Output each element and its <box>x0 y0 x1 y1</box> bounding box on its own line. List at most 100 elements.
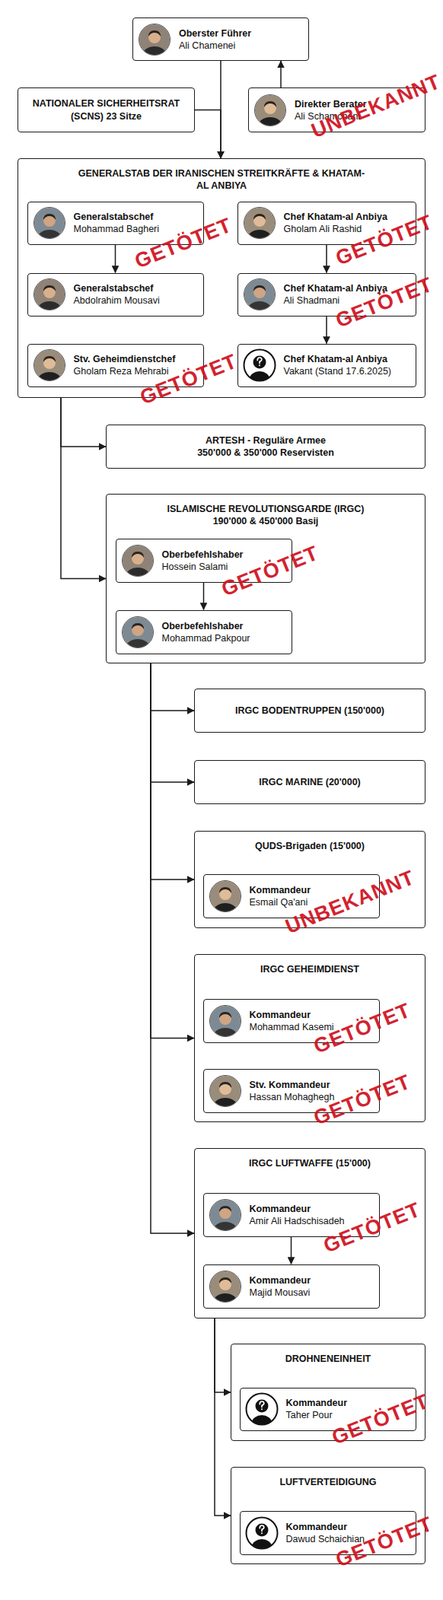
photo-head <box>253 214 266 227</box>
photo-hair <box>43 285 56 292</box>
silhouette-head <box>254 1523 268 1537</box>
photo-head <box>219 1083 232 1096</box>
question-dot <box>261 1532 263 1535</box>
photo-head <box>219 1013 232 1026</box>
photo-hair <box>43 356 56 363</box>
person-text: KommandeurEsmail Qa'ani <box>249 884 312 909</box>
connector-arrow <box>150 663 195 1039</box>
person-box: Chef Khatam-al AnbiyaVakant (Stand 17.6.… <box>237 344 417 388</box>
role-title: Stv. Geheimdienstchef <box>73 353 176 366</box>
photo-hair <box>131 551 144 558</box>
portrait-group <box>208 1198 243 1233</box>
silhouette-body <box>251 1539 272 1551</box>
photo-head <box>264 101 277 115</box>
photo-ring <box>209 880 241 912</box>
portrait-photo <box>242 277 277 312</box>
portrait-photo <box>121 615 155 650</box>
connector-arrow <box>214 1319 231 1393</box>
unit-label: IRGC BODENTRUPPEN (150'000) <box>235 704 385 718</box>
unit-text: IRGC MARINE (20'000) <box>258 776 361 789</box>
photo-hair <box>219 1012 232 1019</box>
photo-hair <box>264 101 277 108</box>
unknown-portrait <box>245 1392 279 1427</box>
portrait-group <box>251 1400 272 1428</box>
portrait-group <box>208 879 243 914</box>
connector-arrow <box>60 398 106 580</box>
person-box: Oberster FührerAli Chamenei <box>132 17 310 61</box>
person-name: Mohammad Pakpour <box>162 632 251 645</box>
role-title: Chef Khatam-al Anbiya <box>283 353 393 366</box>
role-title: Chef Khatam-al Anbiya <box>283 210 388 224</box>
group-box: DROHNENEINHEITKommandeurTaher Pour <box>230 1344 426 1442</box>
question-dot <box>261 1408 263 1411</box>
role-title: Oberbefehlshaber <box>162 548 244 561</box>
connector-arrow <box>219 60 222 159</box>
portrait-photo <box>208 1004 243 1039</box>
photo-ring <box>121 616 153 648</box>
group-heading: QUDS-Brigaden (15'000) <box>199 840 421 853</box>
connector-arrow <box>150 663 195 783</box>
portrait-photo <box>32 348 67 383</box>
person-text: OberbefehlshaberMohammad Pakpour <box>162 620 251 645</box>
unit-text: ARTESH - Reguläre Armee 350'000 & 350'00… <box>189 434 342 460</box>
person-text: KommandeurMajid Mousavi <box>249 1274 312 1300</box>
photo-head <box>219 1207 232 1220</box>
photo-head <box>148 31 161 44</box>
photo-hair <box>43 213 56 220</box>
unit-label: ARTESH - Reguläre Armee 350'000 & 350'00… <box>189 434 342 460</box>
unknown-portrait <box>245 1517 279 1551</box>
person-name: Vakant (Stand 17.6.2025) <box>283 365 393 378</box>
person-text: KommandeurMohammad Kasemi <box>249 1009 335 1034</box>
photo-ring <box>209 1199 241 1231</box>
person-box: OberbefehlshaberMohammad Pakpour <box>115 610 293 655</box>
silhouette-body <box>249 371 270 383</box>
portrait-photo <box>242 206 277 240</box>
role-title: Kommandeur <box>249 1009 335 1022</box>
connector-arrow <box>280 60 282 88</box>
photo-ring <box>209 1005 241 1037</box>
photo-hair <box>219 887 232 894</box>
person-text: OberbefehlshaberHossein Salami <box>162 548 244 574</box>
person-name: Mohammad Bagheri <box>73 223 160 236</box>
person-name: Ali Chamenei <box>178 39 252 52</box>
role-title: Generalstabschef <box>73 210 160 224</box>
person-name: Mohammad Kasemi <box>249 1021 335 1034</box>
unit-text: IRGC BODENTRUPPEN (150'000) <box>235 704 385 718</box>
portrait-group <box>208 1074 243 1109</box>
person-text: Stv. KommandeurHassan Mohaghegh <box>249 1079 335 1104</box>
role-title: Oberster Führer <box>178 27 252 40</box>
person-name: Esmail Qa'ani <box>249 896 312 909</box>
connector-arrow <box>194 110 221 160</box>
silhouette-head <box>254 1400 268 1414</box>
person-text: KommandeurAmir Ali Hadschisadeh <box>249 1203 345 1228</box>
photo-ring <box>121 544 153 577</box>
silhouette-head <box>252 356 266 370</box>
person-name: Gholam Reza Mehrabi <box>73 365 176 378</box>
unit-box: IRGC MARINE (20'000) <box>194 760 426 805</box>
portrait-group <box>137 22 172 57</box>
person-name: Taher Pour <box>286 1409 348 1422</box>
person-box: KommandeurMajid Mousavi <box>203 1265 380 1310</box>
photo-head <box>253 286 266 299</box>
photo-head <box>219 1278 232 1291</box>
portrait-group <box>253 93 287 128</box>
person-text: Stv. GeheimdienstchefGholam Reza Mehrabi <box>73 353 176 378</box>
portrait-group <box>251 1523 272 1551</box>
portrait-group <box>121 615 155 650</box>
connector-arrow <box>214 1319 231 1517</box>
role-title: Chef Khatam-al Anbiya <box>283 282 388 295</box>
group-heading: DROHNENEINHEIT <box>236 1353 420 1366</box>
person-text: GeneralstabschefAbdolrahim Mousavi <box>73 282 160 307</box>
portrait-photo <box>208 1074 243 1109</box>
portrait-photo <box>208 1270 243 1304</box>
photo-ring <box>254 94 287 126</box>
portrait-photo <box>32 277 67 312</box>
person-name: Amir Ali Hadschisadeh <box>249 1215 345 1228</box>
photo-head <box>43 356 56 370</box>
photo-hair <box>148 30 161 37</box>
portrait-group <box>32 277 67 312</box>
portrait-group <box>208 1270 243 1304</box>
role-title: Kommandeur <box>286 1521 366 1534</box>
person-name: Hassan Mohaghegh <box>249 1091 335 1104</box>
